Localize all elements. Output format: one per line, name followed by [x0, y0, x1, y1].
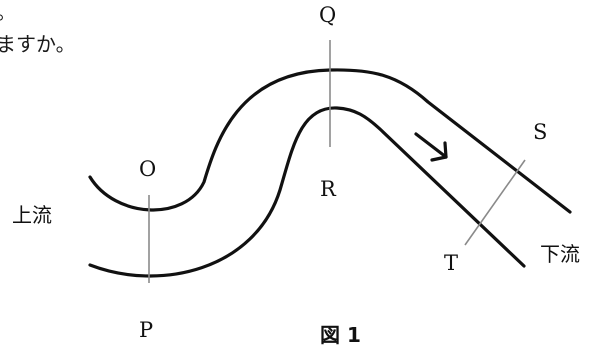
label-upstream: 上流: [12, 203, 52, 227]
section-line-st: [464, 159, 526, 246]
label-point-r: R: [320, 177, 337, 201]
question-text-fragment-top: 。: [0, 2, 16, 22]
river-bank-upper: [88, 68, 572, 214]
question-text-fragment-second: ますか。: [0, 32, 76, 56]
label-point-s: S: [533, 120, 547, 144]
river-bank-lower: [88, 106, 526, 278]
label-point-t: T: [444, 251, 458, 275]
flow-direction-arrow-icon: [414, 132, 448, 162]
label-point-p: P: [139, 318, 153, 342]
label-downstream: 下流: [540, 242, 580, 266]
label-point-q: Q: [319, 3, 336, 27]
figure-caption: 図 1: [320, 323, 361, 345]
label-point-o: O: [139, 157, 156, 181]
